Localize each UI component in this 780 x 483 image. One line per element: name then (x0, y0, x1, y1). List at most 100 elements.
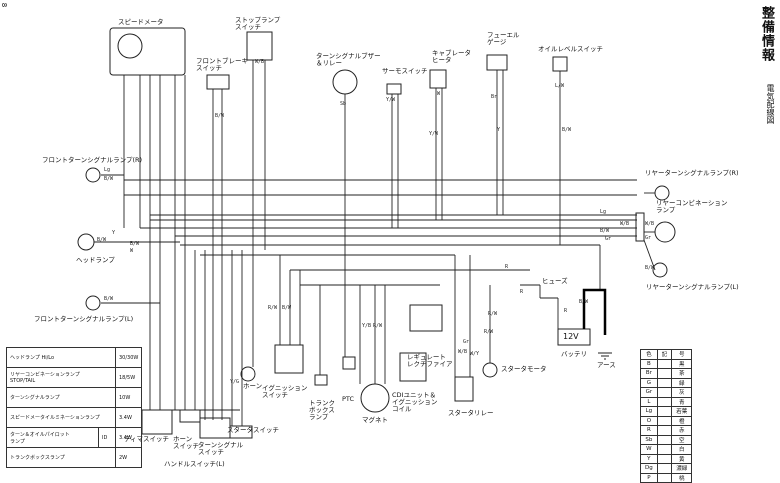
horn-switch-box (179, 409, 201, 423)
carb-heater-box (429, 69, 447, 89)
label-rear-combination: リヤーコンビネーション ランプ (656, 199, 728, 214)
label-rear-turn-l: リヤーターンシグナルランプ(L) (646, 283, 739, 291)
legend-code: Br (640, 368, 658, 379)
label-magneto: マグネト (362, 416, 388, 424)
spec-watt: 3.4W (114, 427, 143, 448)
label-front-turn-l: フロントターンシグナルランプ(L) (34, 315, 134, 323)
spec-watt: 2W (114, 447, 143, 468)
label-ground: アース (597, 361, 616, 369)
wire-label: Gr (605, 236, 612, 242)
wire-h16 (643, 239, 656, 271)
label-horn: ホーン (243, 382, 263, 390)
legend-header-cell: 色 (640, 349, 658, 360)
legend-header-cell: 号 (671, 349, 693, 360)
legend-code: W (640, 444, 658, 455)
wire-label: Sb (340, 101, 347, 107)
front-turn-lamp-r (85, 167, 101, 183)
wire-label: R/W (268, 305, 278, 311)
spec-watt: 30/30W (114, 347, 143, 368)
wire-label: Gr (463, 339, 470, 345)
legend-color: 白 (671, 444, 693, 455)
wire-label: R (564, 308, 568, 314)
wire-label: R (505, 264, 509, 270)
legend-code: O (640, 415, 658, 426)
wire-label: B/W (562, 127, 572, 133)
legend-color: 桃 (671, 472, 693, 483)
wire-label: W (437, 91, 441, 97)
wire-label: B/W (104, 176, 114, 182)
legend-color: 空 (671, 434, 693, 445)
trunk-lamp-box (314, 374, 328, 386)
label-turn-buzzer: ターンシグナルブザー ＆リレー (316, 52, 381, 67)
wire-label: Gr (645, 235, 652, 241)
wire-label: B/W (645, 265, 655, 271)
wire-label: W/Y (470, 351, 480, 357)
starter-switch-box (229, 425, 253, 439)
legend-code: G (640, 377, 658, 388)
label-handle-switch-l: ハンドルスイッチ(L) (164, 460, 225, 468)
legend-color: 濃緑 (671, 463, 693, 474)
label-front-brake-switch: フロントブレーキ スイッチ (196, 57, 248, 72)
battery-ground-cable (582, 288, 607, 335)
label-fuse: ヒューズ (542, 277, 568, 285)
label-trunk-box-lamp: トランク ボックス ランプ (309, 399, 335, 421)
spec-name: ヘッドランプ Hi/Lo (6, 347, 116, 368)
label-cdi: CDIユニット＆ イグニッション コイル (392, 391, 438, 413)
regulator-box (409, 304, 443, 332)
label-stop-lamp-switch: ストップランプ スイッチ (235, 16, 281, 31)
wire-label: R (520, 289, 524, 295)
label-headlamp: ヘッドランプ (76, 256, 115, 264)
wire-label: W/B (255, 59, 265, 65)
magneto-symbol (360, 383, 390, 413)
wire-label: L/W (555, 83, 565, 89)
wire-label: W/B (620, 221, 630, 227)
legend-code: B (640, 358, 658, 369)
label-regulator: レギュレート レクチファイア (407, 353, 453, 368)
wire-label: B/W (579, 299, 589, 305)
label-battery-voltage: 12V (563, 332, 579, 341)
legend-header-cell: 記 (656, 349, 673, 360)
legend-color: 若葉 (671, 406, 693, 417)
starter-motor-symbol (482, 362, 498, 378)
wire-label: Y/W (429, 131, 439, 137)
spec-watt: 18/5W (114, 367, 143, 388)
front-brake-switch-box (206, 74, 230, 90)
battery-box (557, 328, 591, 346)
turn-buzzer-symbol (332, 69, 358, 95)
spec-name: トランクボックスランプ (6, 447, 116, 468)
ignition-switch-box (274, 344, 304, 374)
spec-watt: 3.4W (114, 407, 143, 428)
legend-code: Gr (640, 387, 658, 398)
dimmer-switch-box (141, 409, 173, 435)
label-starter-switch: スタータスイッチ (227, 426, 279, 434)
label-starter-motor: スタータモータ (501, 365, 547, 373)
label-fuel-gauge: フューエル ゲージ (487, 31, 520, 46)
spec-name: ターンシグナルランプ (6, 387, 116, 408)
wire-label: B/W (130, 241, 140, 247)
speedometer-housing (109, 27, 186, 76)
legend-code: R (640, 425, 658, 436)
wire-label: B/W (600, 228, 610, 234)
spec-watt: 10W (114, 387, 143, 408)
legend-code: P (640, 472, 658, 483)
turn-switch-box (199, 417, 231, 439)
label-ptc: PTC (342, 395, 355, 403)
legend-code: L (640, 396, 658, 407)
